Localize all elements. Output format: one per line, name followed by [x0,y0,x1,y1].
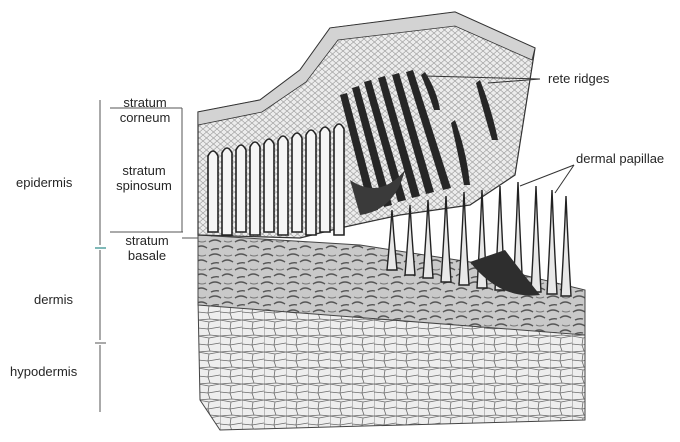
rete-ridge [334,124,344,235]
rete-ridge [236,145,246,232]
rete-ridge [250,142,260,235]
dermal-papilla [387,210,397,270]
rete-ridge [292,133,302,232]
rete-ridge [208,151,218,232]
dermal-papilla [547,190,557,294]
stratum-basale-line-1: stratum [114,233,180,248]
stratum-spinosum-label: stratum spinosum [106,163,182,193]
rete-ridge [306,130,316,235]
stratum-spinosum-line-2: spinosum [106,178,182,193]
rete-ridges-label: rete ridges [548,71,609,86]
rete-ridge [278,136,288,235]
dermal-papilla [531,186,541,292]
rete-ridge [222,148,232,235]
dermis-label: dermis [34,292,73,307]
dermal-papilla [561,196,571,296]
dermal-papillae-pointer-1 [520,165,574,186]
stratum-basale-label: stratum basale [114,233,180,263]
stratum-corneum-line-1: stratum [110,95,180,110]
stratum-corneum-label: stratum corneum [110,95,180,125]
epidermis-label: epidermis [16,175,72,190]
hypodermis-label: hypodermis [10,364,77,379]
stratum-basale-line-2: basale [114,248,180,263]
stratum-spinosum-line-1: stratum [106,163,182,178]
stratum-corneum-line-2: corneum [110,110,180,125]
rete-ridge [320,127,330,232]
dermal-papillae-label: dermal papillae [576,151,664,166]
rete-ridge [264,139,274,232]
dermal-papilla [405,205,415,275]
